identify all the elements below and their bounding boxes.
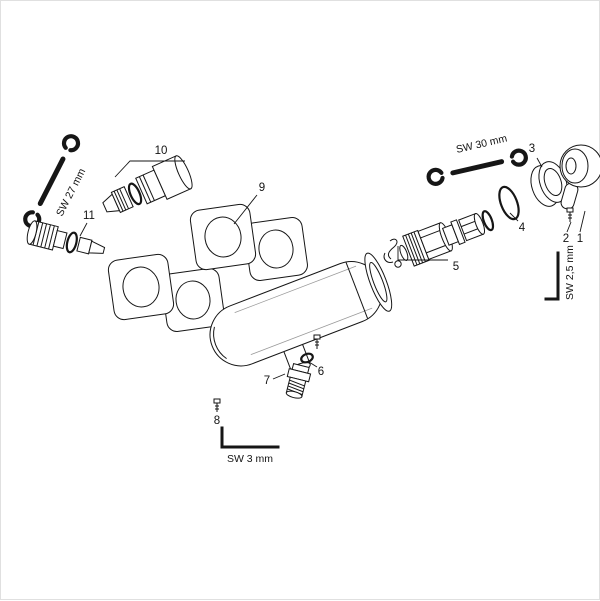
tool-label-sw3: SW 3 mm (227, 453, 273, 465)
escutcheon-plate (161, 268, 225, 332)
leader-line (579, 210, 586, 233)
part-label-5: 5 (453, 261, 459, 273)
o-ring-6 (300, 352, 314, 364)
escutcheon-plate (244, 217, 308, 281)
leader-lines (79, 157, 586, 380)
part-label-3: 3 (529, 143, 535, 155)
part-label-9: 9 (259, 182, 265, 194)
leader-line (114, 160, 185, 178)
part-label-11: 11 (83, 210, 95, 222)
handle-screw-2 (566, 207, 574, 222)
wrench-sw27-icon (23, 134, 81, 229)
part-label-10: 10 (155, 145, 168, 157)
sleeve-3 (530, 161, 568, 207)
tool-label-sw25: SW 2,5 mm (564, 245, 576, 300)
leader-line (536, 157, 543, 168)
cartridge-assembly (399, 210, 495, 267)
part-label-4: 4 (519, 222, 526, 234)
part-label-2: 2 (563, 233, 569, 245)
allen-key-sw25-icon (544, 251, 560, 301)
leader-line (272, 373, 286, 380)
connector-insert (26, 220, 106, 255)
handle-1 (559, 144, 600, 210)
part-label-7: 7 (264, 375, 270, 387)
escutcheon-plate (189, 203, 257, 271)
leader-line (233, 194, 258, 225)
escutcheon-plate (107, 253, 175, 321)
o-ring-4 (498, 185, 520, 221)
leader-line (509, 212, 519, 222)
leader-line (308, 361, 318, 368)
part-label-8: 8 (214, 415, 220, 427)
threaded-nipple (285, 362, 312, 399)
tool-label-sw30: SW 30 mm (455, 132, 509, 155)
leader-line (79, 222, 88, 237)
screw-8 (213, 398, 221, 412)
wrench-sw30-icon (426, 148, 528, 186)
leader-line (566, 221, 572, 233)
part-label-6: 6 (318, 366, 324, 378)
retainer-clips (383, 238, 402, 268)
mixer-body (209, 252, 393, 367)
set-screw-6 (313, 334, 321, 349)
part-label-1: 1 (577, 233, 583, 245)
allen-key-sw3-icon (220, 426, 280, 449)
s-connector (102, 155, 193, 214)
leader-line (397, 246, 448, 261)
